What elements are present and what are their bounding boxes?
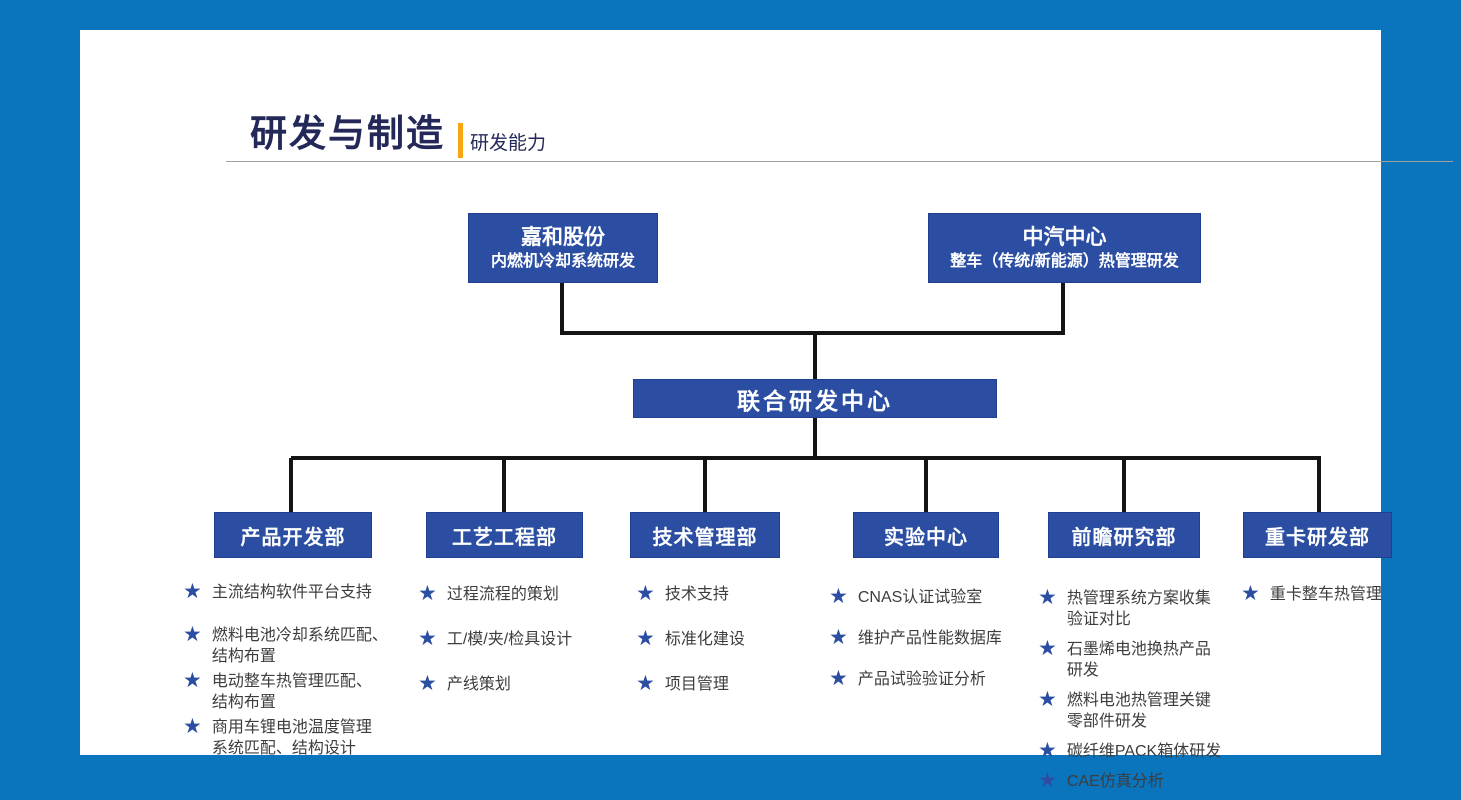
page-subtitle: 研发能力 [470,133,547,154]
list-item-text: 碳纤维PACK箱体研发 [1066,743,1222,760]
title-divider-bar [458,123,463,158]
connector-dept5-vertical [1122,458,1126,514]
list-test-center: ★ CNAS认证试验室 ★ 维护产品性能数据库 ★ 产品试验验证分析 [829,586,1039,709]
star-icon: ★ [1038,637,1057,660]
star-icon: ★ [183,715,202,738]
connector-dept2-vertical [502,458,506,514]
connector-department-bus [291,456,1321,460]
list-item: ★ 过程流程的策划 [418,583,618,605]
connector-hub-drop-bottom [813,417,817,460]
list-item: ★ 工/模/夹/检具设计 [418,628,618,650]
list-technology-management: ★ 技术支持 ★ 标准化建设 ★ 项目管理 [636,583,816,718]
list-item-text: 项目管理 [664,676,729,693]
page-title: 研发与制造 [250,113,445,154]
star-icon: ★ [1038,769,1057,792]
star-icon: ★ [636,627,655,650]
list-item: ★ 项目管理 [636,673,816,695]
star-icon: ★ [1038,586,1057,609]
star-icon: ★ [636,672,655,695]
star-icon: ★ [183,669,202,692]
node-subtitle: 内燃机冷却系统研发 [490,253,635,270]
list-item: ★ 技术支持 [636,583,816,605]
list-item: ★ 商用车锂电池温度管理 系统匹配、结构设计 [183,716,398,759]
list-item: ★ 碳纤维PACK箱体研发 [1038,740,1248,762]
list-item-text: 标准化建设 [664,631,745,648]
list-item: ★ 标准化建设 [636,628,816,650]
star-icon: ★ [829,667,848,690]
dept-box-process-engineering: 工艺工程部 [426,512,583,558]
dept-box-heavy-truck-rd: 重卡研发部 [1243,512,1392,558]
star-icon: ★ [183,623,202,646]
connector-dept4-vertical [924,458,928,514]
list-item: ★ 产品试验验证分析 [829,668,1039,690]
content-panel: 研发与制造 研发能力 嘉和股份 内燃机冷却系统研发 中汽中心 整车（传统/新能源… [80,30,1453,792]
dept-box-forward-research: 前瞻研究部 [1048,512,1200,558]
list-item: ★ 主流结构软件平台支持 [183,581,398,603]
list-item-text: 燃料电池冷却系统匹配、 结构布置 [211,627,388,665]
list-item: ★ 重卡整车热管理 [1241,583,1451,605]
header-rule [226,161,1453,162]
list-item-text: 主流结构软件平台支持 [211,584,372,601]
node-jiahe-gufen: 嘉和股份 内燃机冷却系统研发 [468,213,658,283]
star-icon: ★ [418,582,437,605]
connector-hub-drop-top [813,335,817,380]
star-icon: ★ [418,672,437,695]
list-item-text: CNAS认证试验室 [857,589,983,606]
connector-dept3-vertical [703,458,707,514]
list-item: ★ 燃料电池冷却系统匹配、 结构布置 [183,624,398,667]
list-item: ★ 热管理系统方案收集 验证对比 [1038,587,1248,630]
list-item-text: 商用车锂电池温度管理 系统匹配、结构设计 [211,719,372,757]
connector-dept6-vertical [1317,458,1321,514]
star-icon: ★ [1241,582,1260,605]
star-icon: ★ [636,582,655,605]
list-heavy-truck-rd: ★ 重卡整车热管理 [1241,583,1451,605]
list-item-text: 产线策划 [446,676,511,693]
node-zhongqi-center: 中汽中心 整车（传统/新能源）热管理研发 [928,213,1201,283]
dept-box-test-center: 实验中心 [853,512,999,558]
star-icon: ★ [829,585,848,608]
list-item-text: CAE仿真分析 [1066,773,1164,790]
connector-right-parent-vertical [1061,281,1065,335]
list-item: ★ 维护产品性能数据库 [829,627,1039,649]
list-item-text: 燃料电池热管理关键 零部件研发 [1066,692,1211,730]
list-item: ★ CNAS认证试验室 [829,586,1039,608]
list-item-text: 技术支持 [664,586,729,603]
node-title: 嘉和股份 [521,226,605,249]
list-process-engineering: ★ 过程流程的策划 ★ 工/模/夹/检具设计 ★ 产线策划 [418,583,618,718]
list-item-text: 工/模/夹/检具设计 [446,631,573,648]
list-product-development: ★ 主流结构软件平台支持 ★ 燃料电池冷却系统匹配、 结构布置 ★ 电动整车热管… [183,581,398,762]
star-icon: ★ [1038,688,1057,711]
dept-box-product-development: 产品开发部 [214,512,372,558]
connector-dept1-vertical [289,458,293,514]
list-item-text: 石墨烯电池换热产品 研发 [1066,641,1211,679]
list-item: ★ 燃料电池热管理关键 零部件研发 [1038,689,1248,732]
list-item-text: 热管理系统方案收集 验证对比 [1066,590,1211,628]
list-item-text: 过程流程的策划 [446,586,559,603]
star-icon: ★ [418,627,437,650]
list-item: ★ 石墨烯电池换热产品 研发 [1038,638,1248,681]
list-item-text: 电动整车热管理匹配、 结构布置 [211,673,372,711]
connector-top-bus [560,331,1065,335]
list-item-text: 重卡整车热管理 [1269,586,1382,603]
star-icon: ★ [829,626,848,649]
list-item-text: 产品试验验证分析 [857,671,986,688]
list-item: ★ 产线策划 [418,673,618,695]
star-icon: ★ [1038,739,1057,762]
list-item: ★ CAE仿真分析 [1038,770,1248,792]
dept-box-technology-management: 技术管理部 [630,512,780,558]
node-subtitle: 整车（传统/新能源）热管理研发 [950,253,1179,270]
list-forward-research: ★ 热管理系统方案收集 验证对比 ★ 石墨烯电池换热产品 研发 ★ 燃料电池热管… [1038,587,1248,800]
list-item: ★ 电动整车热管理匹配、 结构布置 [183,670,398,713]
list-item-text: 维护产品性能数据库 [857,630,1002,647]
node-joint-rd-center: 联合研发中心 [633,379,997,418]
star-icon: ★ [183,580,202,603]
connector-left-parent-vertical [560,281,564,335]
node-title: 中汽中心 [1022,226,1107,249]
